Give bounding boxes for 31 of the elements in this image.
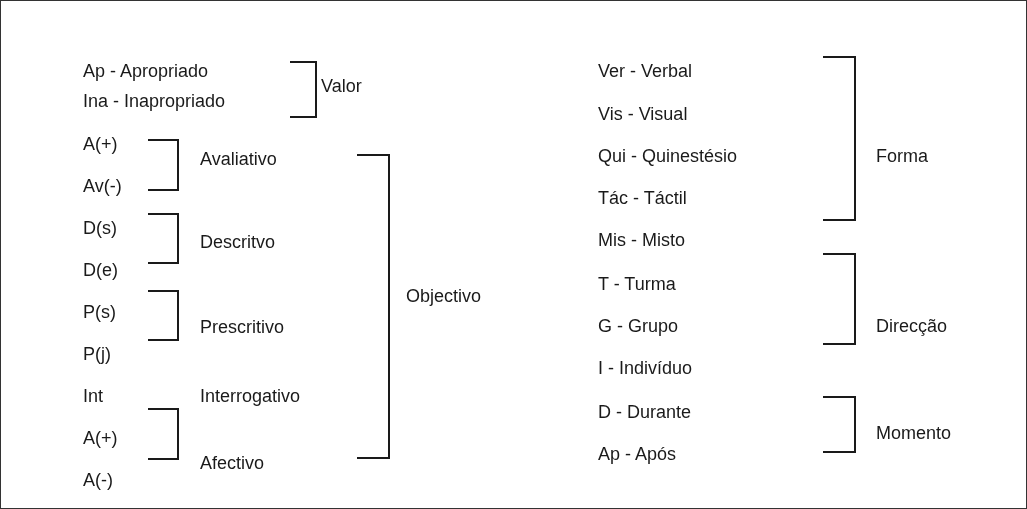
label-text: Forma: [876, 147, 928, 167]
label-text: Direcção: [876, 317, 948, 337]
label-text: Prescritivo: [200, 318, 284, 338]
label-text: T - Turma: [598, 275, 676, 295]
label-text: Ina - Inapropriado: [83, 92, 226, 112]
label-text: Int: [83, 387, 103, 407]
label-text: A(+): [83, 135, 118, 155]
label-text: I - Indivíduo: [598, 359, 693, 379]
label-text: Valor: [321, 77, 362, 97]
label-text: D(e): [83, 261, 118, 281]
label-text: D - Durante: [598, 403, 692, 423]
label-text: Vis - Visual: [598, 105, 688, 125]
label-text: Tác - Táctil: [598, 189, 687, 209]
label-text: D(s): [83, 219, 117, 239]
label-text: A(+): [83, 429, 118, 449]
label-text: Ap - Após: [598, 445, 677, 465]
label-text: P(s): [83, 303, 116, 323]
label-text: A(-): [83, 471, 113, 491]
label-text: Ap - Apropriado: [83, 62, 209, 82]
label-text: Ver - Verbal: [598, 62, 693, 82]
label-text: Av(-): [83, 177, 122, 197]
label-text: Interrogativo: [200, 387, 301, 407]
label-text: Objectivo: [406, 287, 482, 307]
label-text: Descritvo: [200, 233, 275, 253]
label-text: Qui - Quinestésio: [598, 147, 738, 167]
label-text: Afectivo: [200, 454, 265, 474]
label-text: Avaliativo: [200, 150, 277, 170]
label-text: Momento: [876, 424, 952, 444]
label-text: P(j): [83, 345, 111, 365]
label-text: Mis - Misto: [598, 231, 685, 251]
label-text: G - Grupo: [598, 317, 679, 337]
